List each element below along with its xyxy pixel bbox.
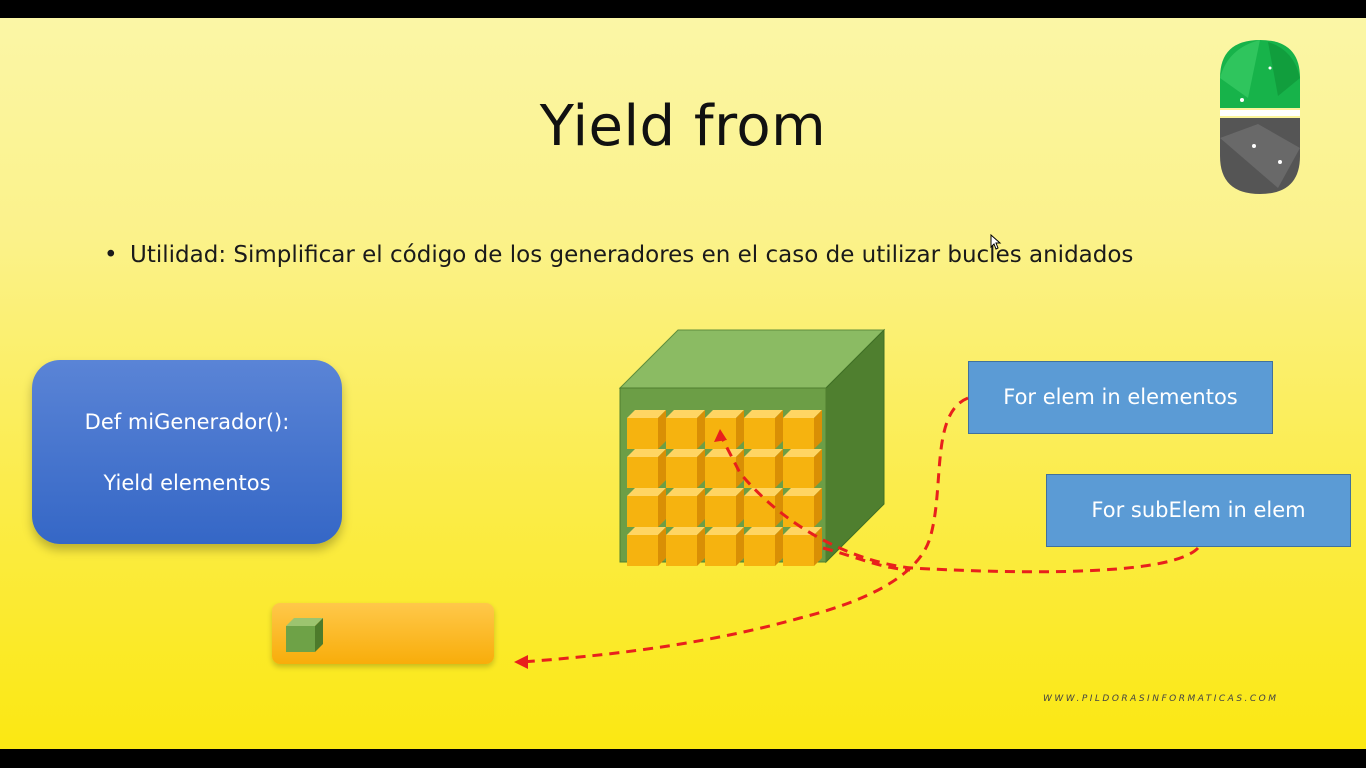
for-elem-box: For elem in elementos bbox=[968, 361, 1273, 434]
flow-arrows bbox=[521, 396, 1200, 664]
def-line: Def miGenerador(): bbox=[84, 410, 290, 434]
bullet-point: • Utilidad: Simplificar el código de los … bbox=[104, 242, 1133, 268]
slide-title: Yield from bbox=[539, 94, 827, 159]
for-subelem-box: For subElem in elem bbox=[1046, 474, 1351, 547]
mouse-cursor-icon bbox=[990, 234, 1002, 250]
small-orange-cube bbox=[705, 410, 744, 449]
small-cube-grid bbox=[627, 410, 822, 566]
bullet-text: Utilidad: Simplificar el código de los g… bbox=[130, 242, 1134, 268]
small-orange-cube bbox=[705, 449, 744, 488]
small-orange-cube bbox=[783, 449, 822, 488]
watermark: WWW.PILDORASINFORMATICAS.COM bbox=[1043, 694, 1279, 704]
yield-line: Yield elementos bbox=[103, 471, 271, 495]
small-orange-cube bbox=[666, 410, 705, 449]
pildoras-logo-icon bbox=[1220, 40, 1300, 194]
small-orange-cube bbox=[666, 527, 705, 566]
small-orange-cube bbox=[744, 449, 783, 488]
small-orange-cube bbox=[744, 527, 783, 566]
diagram-layer bbox=[286, 328, 1200, 669]
yielded-cube bbox=[286, 618, 323, 652]
slide: Yield from • Utilidad: Simplificar el cód… bbox=[0, 18, 1366, 749]
small-orange-cube bbox=[705, 527, 744, 566]
bullet-icon: • bbox=[104, 242, 118, 268]
small-orange-cube bbox=[627, 488, 666, 527]
small-orange-cube bbox=[627, 527, 666, 566]
small-orange-cube bbox=[744, 410, 783, 449]
small-orange-cube bbox=[705, 488, 744, 527]
small-orange-cube bbox=[783, 527, 822, 566]
small-orange-cube bbox=[627, 449, 666, 488]
arrowhead-left-icon bbox=[514, 655, 528, 669]
small-orange-cube bbox=[783, 488, 822, 527]
small-orange-cube bbox=[744, 488, 783, 527]
arrowhead-up-icon bbox=[714, 429, 727, 442]
small-orange-cube bbox=[627, 410, 666, 449]
generator-definition-box: Def miGenerador(): Yield elementos bbox=[32, 360, 342, 544]
small-orange-cube bbox=[666, 488, 705, 527]
small-orange-cube bbox=[666, 449, 705, 488]
small-orange-cube bbox=[783, 410, 822, 449]
